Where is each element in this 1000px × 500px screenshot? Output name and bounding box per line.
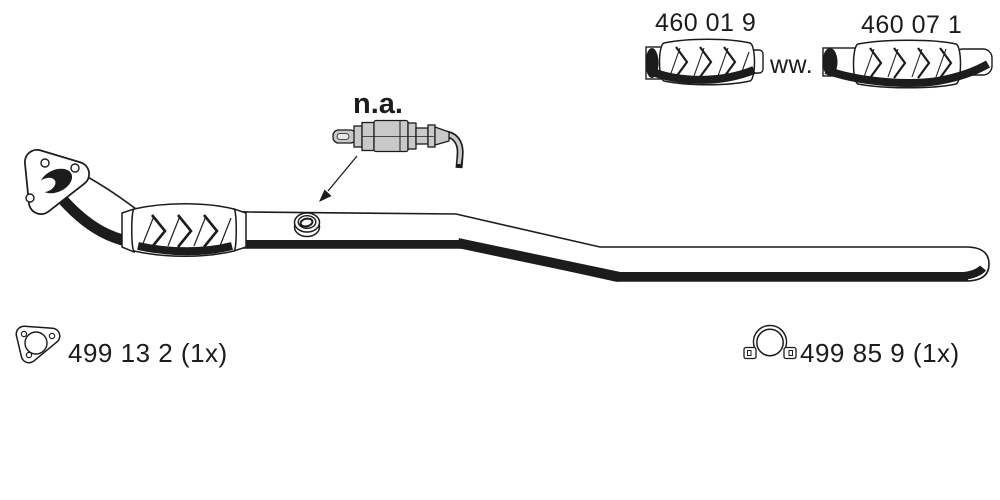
pipe-flex-section-drawing (121, 203, 247, 257)
part-number-clamp: 499 85 9 (1x) (800, 338, 960, 368)
sensor-not-available-label: n.a. (353, 88, 403, 120)
flex-connector-1-drawing (645, 38, 764, 86)
pointer-arrow-icon (319, 155, 358, 202)
flex-connector-2-drawing (822, 39, 993, 89)
pipe-clamp-icon (743, 324, 797, 360)
part-number-gasket: 499 13 2 (1x) (68, 338, 228, 368)
flange-drawing (24, 149, 90, 215)
part-number-flex-connector-1: 460 01 9 (655, 9, 757, 37)
sensor-boss-ring (293, 212, 321, 238)
lambda-sensor-icon (332, 119, 464, 169)
gasket-icon (15, 325, 61, 364)
part-number-flex-connector-2: 460 07 1 (861, 11, 963, 39)
option-separator-label: ww. (770, 51, 814, 79)
